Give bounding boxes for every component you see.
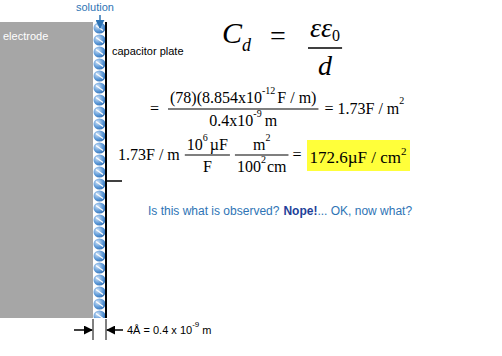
question-text: ... OK, now what? (317, 205, 412, 217)
formula-text: cm (267, 159, 287, 175)
region-label: capacitor plate (112, 46, 184, 57)
formula-symbol: d (318, 52, 332, 80)
superscript: 2 (401, 146, 407, 157)
solution-arrow (99, 15, 101, 28)
formula-symbol: C (222, 18, 242, 48)
dimension-text: m (202, 325, 211, 336)
dimension-arrow (107, 329, 123, 331)
subscript: d (242, 36, 251, 54)
region-label: electrode (3, 30, 48, 42)
subscript: 0 (332, 28, 340, 44)
highlight-box: 172.6µF / cm2 (307, 140, 410, 171)
formula-text: m (253, 137, 265, 153)
formula-symbol: εε (310, 14, 332, 42)
formula-text: = (150, 101, 159, 117)
electrode-region: electrode (0, 22, 93, 318)
superscript: 2 (261, 155, 266, 165)
dimension-arrow (74, 329, 92, 331)
formula-text: 100 (237, 159, 261, 175)
dimension-tick (106, 319, 107, 340)
formula-text: F / m) (277, 90, 316, 106)
solvent-molecules (93, 22, 106, 318)
superscript: -9 (192, 321, 199, 329)
formula-text: = (292, 147, 301, 163)
formula-text: µF (210, 137, 228, 153)
formula-text: 1.73F / m (118, 147, 180, 163)
superscript: -9 (253, 109, 261, 119)
formula-text: (78)(8.854x10 (170, 90, 262, 106)
region-label: solution (76, 2, 114, 13)
plate-tick (107, 180, 122, 182)
dimension-text: 4Å = 0.4 x 10 (127, 325, 192, 336)
result-value: 172.6µF / cm (310, 149, 402, 166)
formula-text: 0.4x10 (209, 113, 253, 129)
superscript: 6 (203, 133, 208, 143)
capacitor-plate-line (105, 22, 107, 318)
formula-text: F (203, 159, 212, 175)
dimension-tick (93, 319, 94, 340)
formula-text: m (265, 113, 277, 129)
fraction-bar (308, 47, 342, 49)
question-text: Is this what is observed? (148, 205, 279, 217)
formula-text: = 1.73F / m (324, 101, 399, 117)
formula-text: 10 (187, 137, 203, 153)
formula-symbol: = (270, 22, 286, 50)
fraction-bar (168, 108, 318, 109)
superscript: -12 (262, 86, 275, 96)
fraction-bar (185, 154, 230, 155)
superscript: 2 (399, 96, 404, 106)
superscript: 2 (265, 133, 270, 143)
emphasis-text: Nope! (283, 205, 317, 217)
